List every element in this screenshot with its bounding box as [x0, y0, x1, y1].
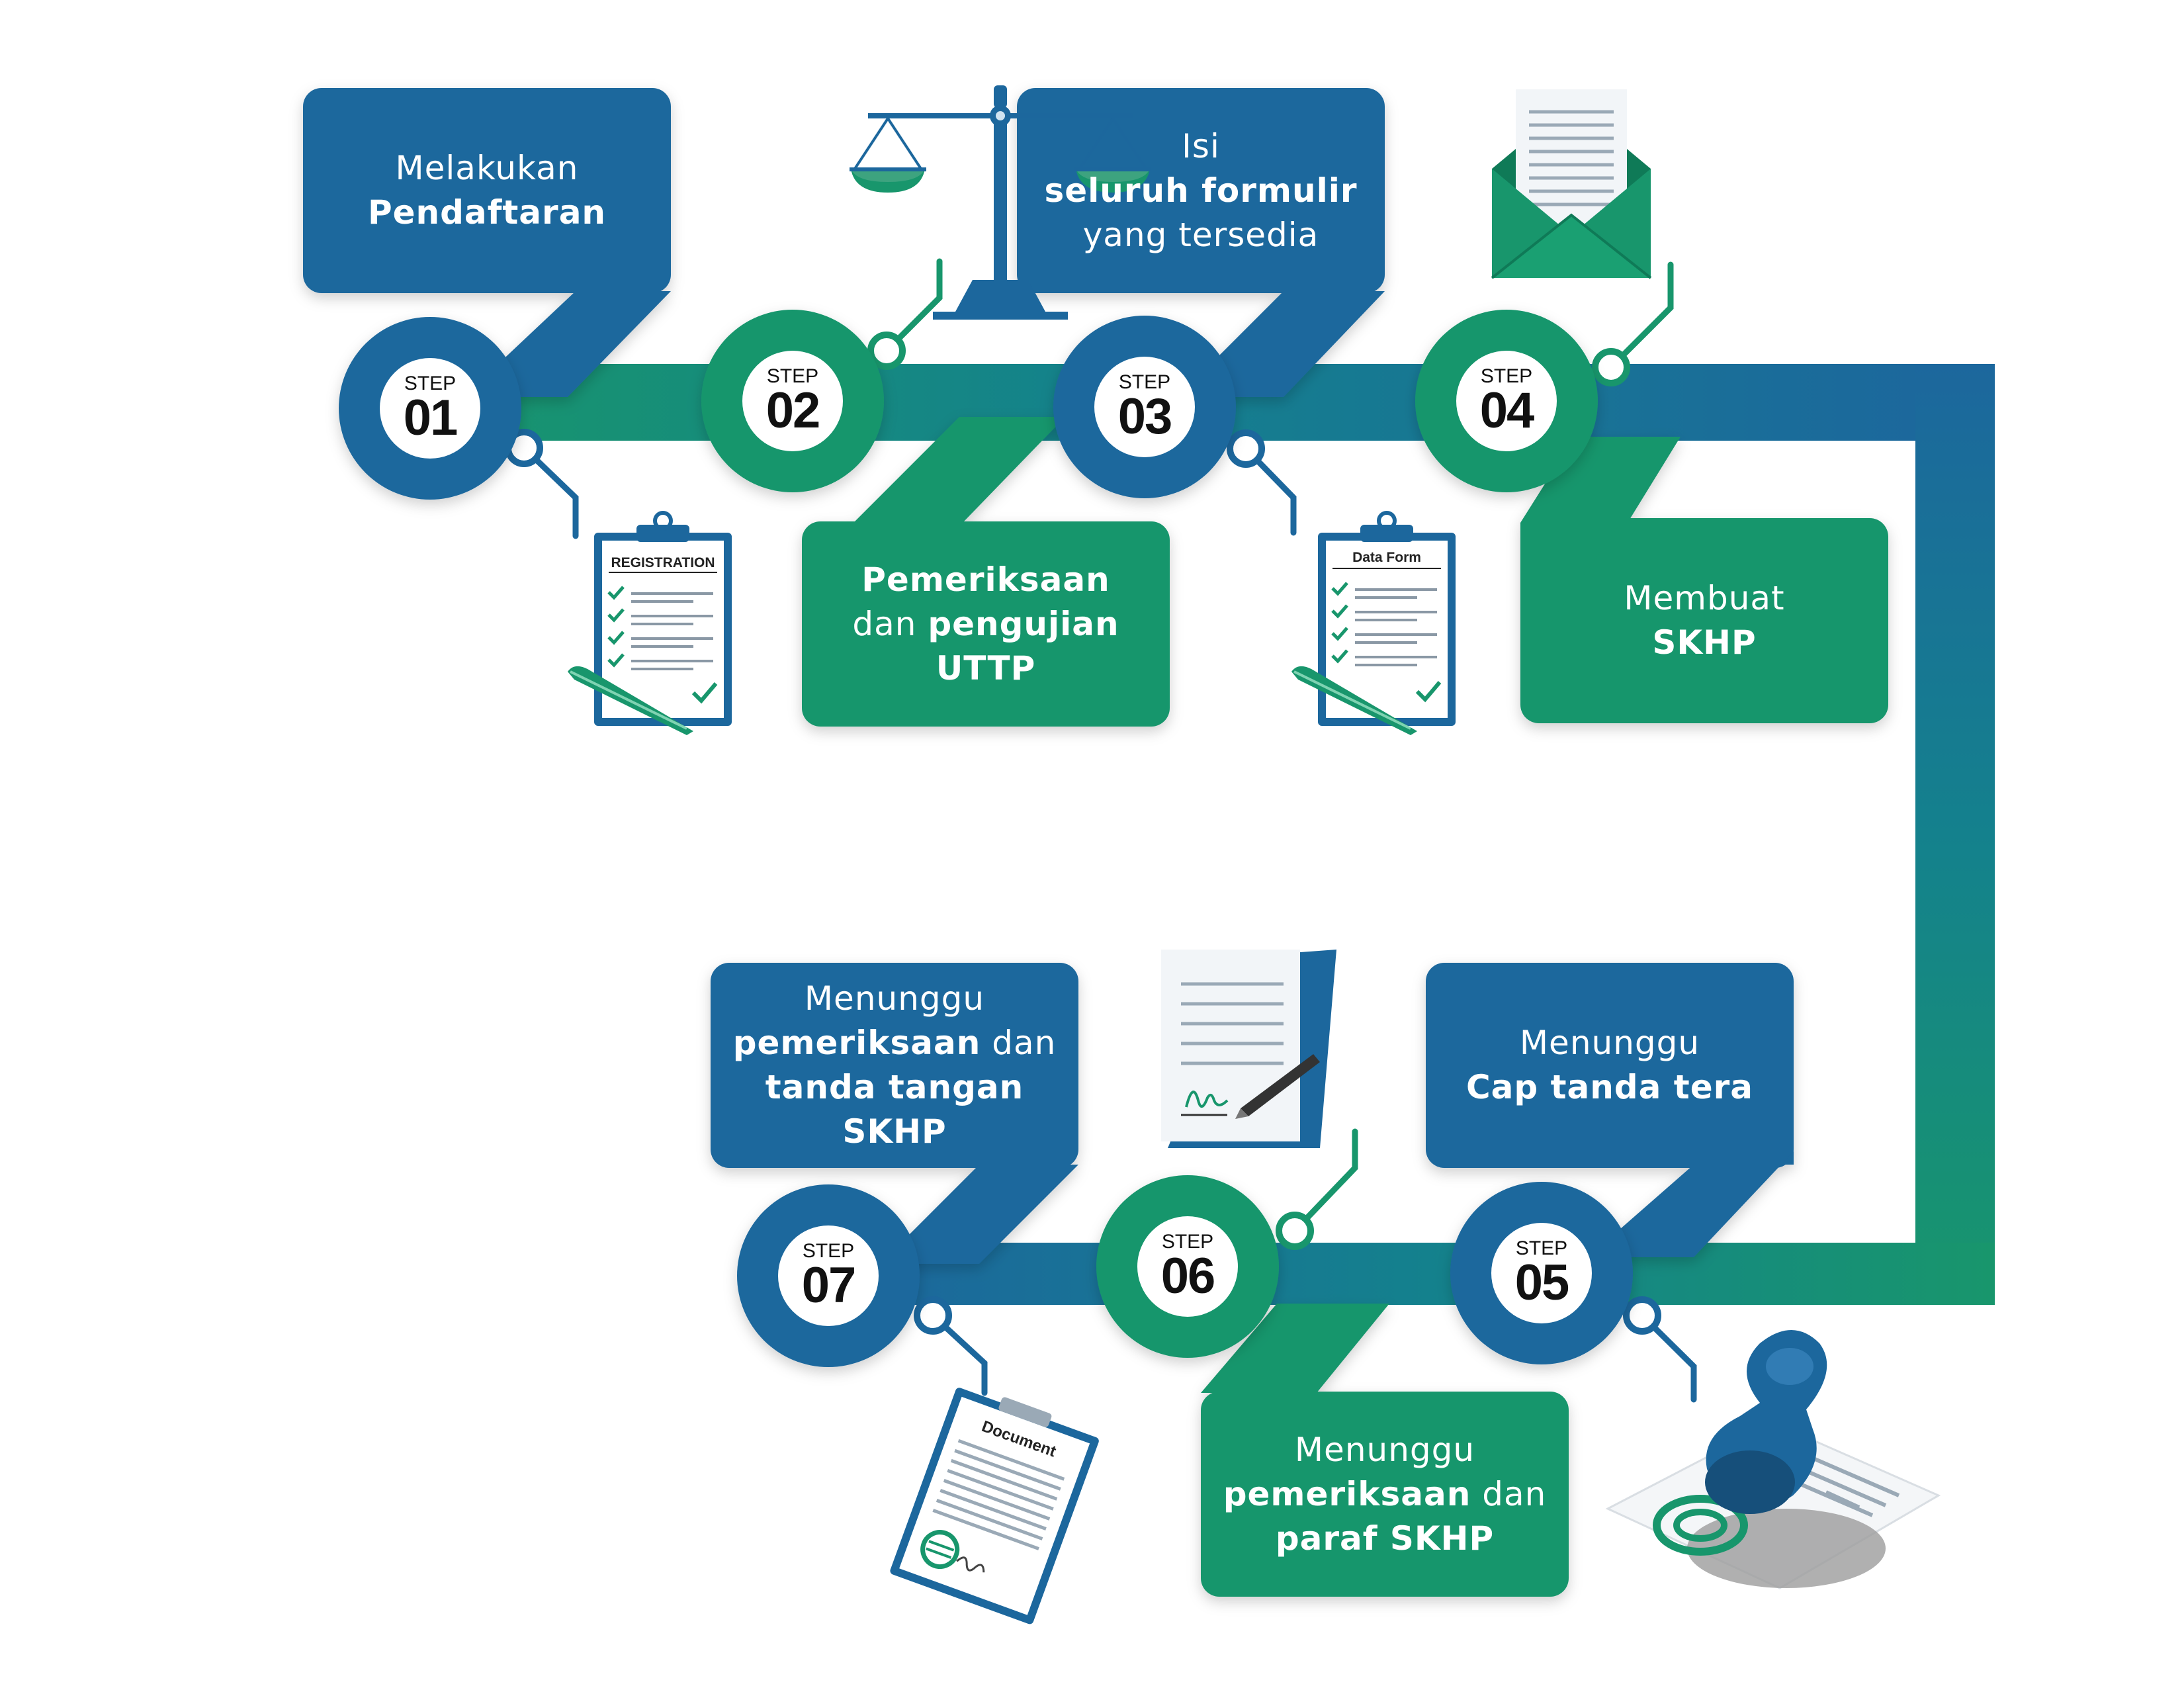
step-02-line-1: Pemeriksaan [861, 560, 1110, 599]
step-05-line-2: Cap tanda tera [1465, 1068, 1754, 1106]
step-02-number: STEP 02 [746, 365, 839, 439]
step-02-caption: Pemeriksaan dan pengujian UTTP [802, 521, 1170, 727]
data-form-clipboard-icon: Data Form [1291, 511, 1456, 735]
step-07-callout [711, 963, 1078, 1264]
step-03-line-2: seluruh formulir [1044, 171, 1358, 210]
step-05-number: STEP 05 [1495, 1239, 1588, 1308]
document-clipboard-icon: Document [890, 1388, 1099, 1624]
step-03-callout [1017, 88, 1385, 397]
step-02-line-2: dan pengujian [852, 604, 1119, 643]
step-03-line-3: yang tersedia [1082, 215, 1319, 254]
step-04-line-2: SKHP [1652, 623, 1757, 662]
step-03-label: STEP [1118, 371, 1171, 393]
step-07-line-3: tanda tangan [765, 1068, 1024, 1106]
step-07-line-4: SKHP [842, 1112, 947, 1151]
step-03-caption: Isi seluruh formulir yang tersedia [1017, 88, 1385, 293]
step-03-number: STEP 03 [1098, 371, 1191, 445]
step-circles [339, 310, 1633, 1367]
step-01-number: STEP 01 [384, 374, 476, 443]
step-07-line-1: Menunggu [804, 979, 985, 1018]
step-04-caption: Membuat SKHP [1520, 518, 1888, 723]
step-06-caption: Menunggu pemeriksaan dan paraf SKHP [1201, 1392, 1569, 1597]
connector-dots [505, 332, 1661, 1335]
step-02-line-3: UTTP [936, 648, 1036, 688]
step-01-line-1: Melakukan [395, 149, 579, 187]
step-01-digits: 01 [403, 390, 459, 446]
step-06-number: STEP 06 [1141, 1231, 1234, 1304]
scale-balance-icon [850, 85, 1151, 320]
step-04-label: STEP [1480, 365, 1533, 387]
svg-text:REGISTRATION: REGISTRATION [611, 555, 715, 570]
step-04-line-1: Membuat [1624, 579, 1785, 617]
step-05-digits: 05 [1514, 1255, 1570, 1311]
step-07-line-2: pemeriksaan dan [732, 1024, 1057, 1062]
step-06-callout [1201, 1304, 1569, 1597]
envelope-letter-icon [1491, 89, 1652, 279]
step-04-digits: 04 [1479, 382, 1535, 439]
step-05-label: STEP [1515, 1237, 1568, 1259]
step-01-label: STEP [404, 373, 457, 394]
step-02-callout [802, 417, 1170, 727]
step-01-line-2: Pendaftaran [367, 193, 607, 232]
step-05-callout [1426, 963, 1794, 1257]
step-01-caption: Melakukan Pendaftaran [303, 88, 671, 293]
step-07-digits: 07 [801, 1257, 857, 1313]
step-02-digits: 02 [765, 382, 821, 439]
step-04-number: STEP 04 [1460, 365, 1553, 439]
step-06-label: STEP [1161, 1231, 1214, 1253]
step-06-line-1: Menunggu [1294, 1430, 1475, 1469]
step-06-line-2: pemeriksaan dan [1223, 1474, 1547, 1513]
step-01-callout [303, 88, 671, 397]
icon-connectors [521, 258, 1697, 1403]
step-07-number: STEP 07 [782, 1240, 875, 1313]
svg-text:Data Form: Data Form [1352, 550, 1421, 565]
step-03-line-1: Isi [1182, 126, 1220, 165]
step-02-label: STEP [766, 365, 819, 387]
step-07-caption: Menunggu pemeriksaan dan tanda tangan SK… [711, 963, 1078, 1168]
signed-paper-icon [1161, 950, 1336, 1148]
step-05-line-1: Menunggu [1519, 1024, 1700, 1062]
step-06-line-3: paraf SKHP [1275, 1519, 1495, 1558]
step-05-caption: Menunggu Cap tanda tera [1426, 963, 1794, 1168]
step-06-digits: 06 [1160, 1248, 1216, 1304]
step-04-callout [1520, 437, 1888, 723]
rubber-stamp-icon [1605, 1330, 1941, 1589]
step-07-label: STEP [802, 1240, 855, 1262]
registration-clipboard-icon: REGISTRATION [568, 511, 732, 735]
step-03-digits: 03 [1117, 388, 1173, 445]
